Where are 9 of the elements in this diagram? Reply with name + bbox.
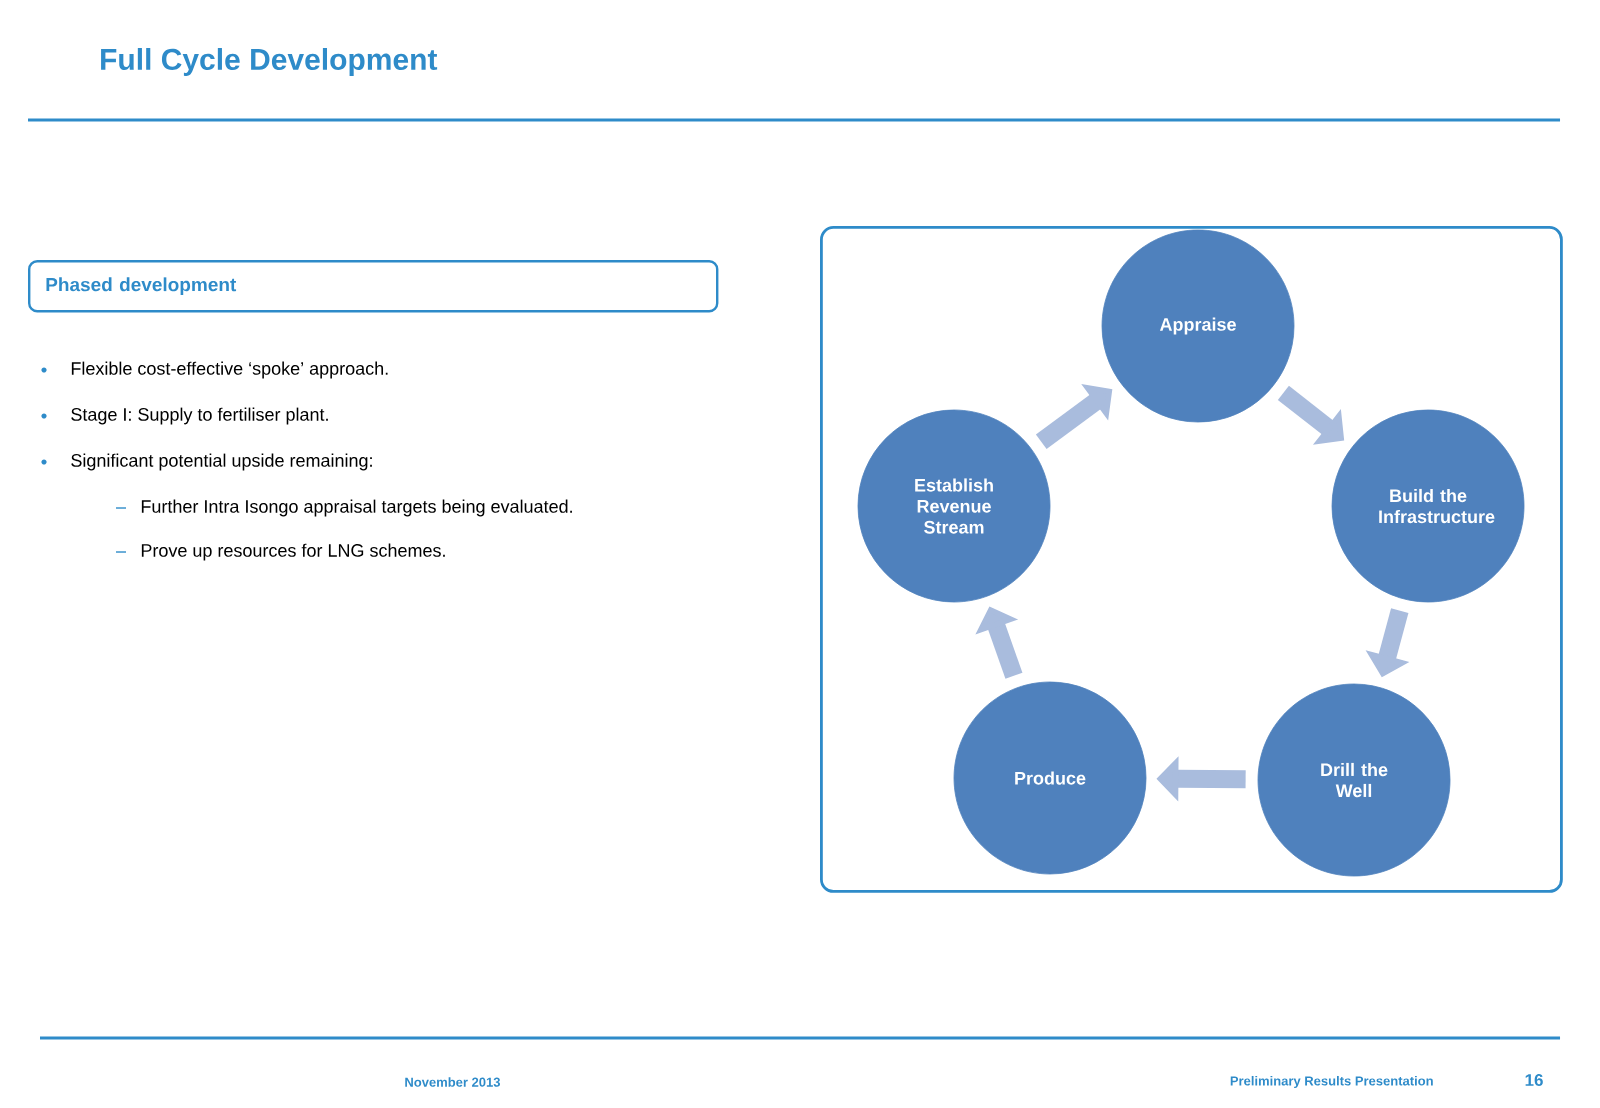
- bullet-text: Flexible cost-effective ‘spoke’ approach.: [71, 361, 388, 379]
- section-header-box: Phased development: [28, 260, 719, 313]
- bullet-text: Prove up resources for LNG schemes.: [141, 543, 445, 561]
- bullet-text: Significant potential upside remaining:: [71, 453, 372, 471]
- page-number: 16: [1525, 1074, 1543, 1086]
- bullet-text: Stage I: Supply to fertiliser plant.: [71, 407, 328, 425]
- bullet-text: Further Intra Isongo appraisal targets being evaluated.: [141, 499, 572, 517]
- panel-box: [820, 226, 1563, 893]
- slide-title: Full Cycle Development: [101, 48, 438, 76]
